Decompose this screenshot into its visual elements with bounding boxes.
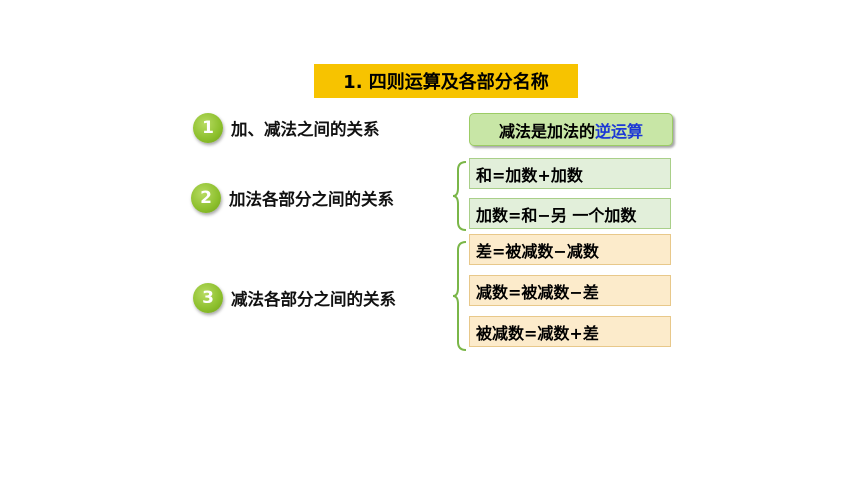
- number-badge-3: 3: [193, 283, 223, 313]
- subtraction-relation-2: 减数=被减数−差: [469, 275, 671, 306]
- relation-label-1: 加、减法之间的关系: [231, 120, 380, 139]
- relation-row-1: 1 加、减法之间的关系: [193, 113, 380, 143]
- number-badge-2: 2: [191, 183, 221, 213]
- subtraction-relation-1: 差=被减数−减数: [469, 234, 671, 265]
- relation-row-2: 2 加法各部分之间的关系: [191, 183, 394, 213]
- inverse-prefix: 减法是加法的: [498, 121, 595, 141]
- subtraction-relation-3: 被减数=减数+差: [469, 316, 671, 347]
- addition-brace: [452, 161, 467, 231]
- relation-label-2: 加法各部分之间的关系: [229, 190, 394, 209]
- number-badge-1: 1: [193, 113, 223, 143]
- relation-row-3: 3 减法各部分之间的关系: [193, 283, 396, 313]
- page-title: 1. 四则运算及各部分名称: [314, 64, 578, 98]
- relation-label-3: 减法各部分之间的关系: [231, 290, 396, 309]
- addition-relation-1: 和=加数+加数: [469, 158, 671, 189]
- inverse-highlight: 逆运算: [595, 121, 644, 141]
- inverse-operation-box: 减法是加法的逆运算: [469, 113, 673, 146]
- subtraction-brace: [452, 241, 467, 351]
- addition-relation-2: 加数=和−另 一个加数: [469, 198, 671, 229]
